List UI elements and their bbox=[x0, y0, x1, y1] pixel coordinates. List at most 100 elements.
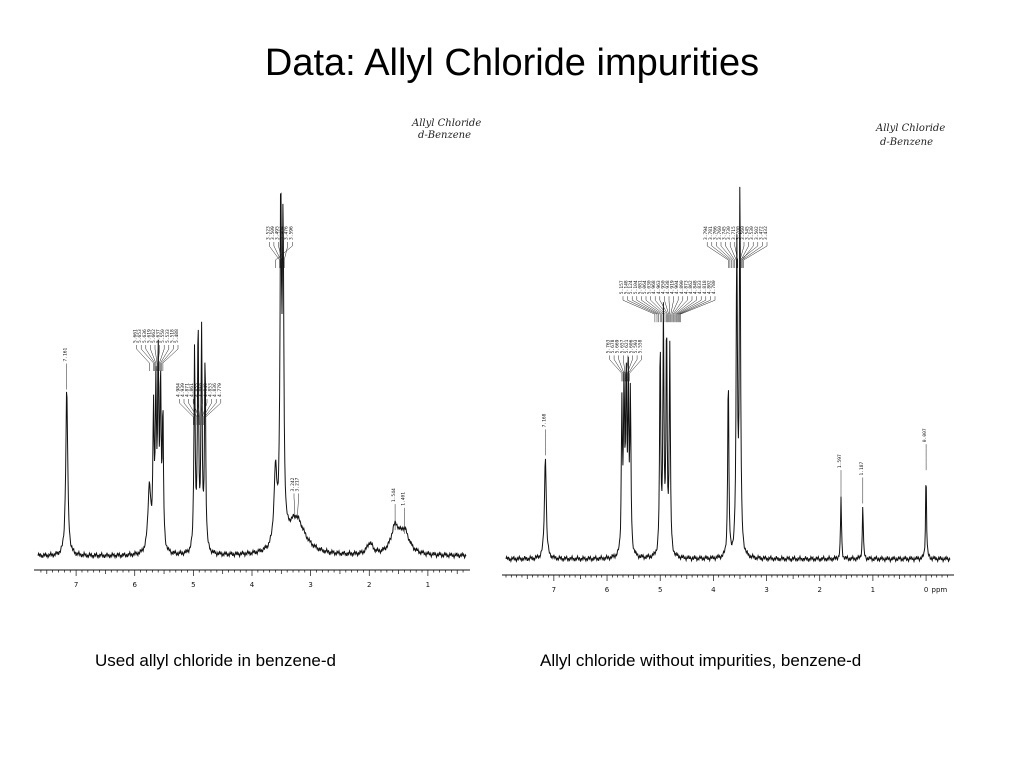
peak-label-used: 5.653 bbox=[137, 329, 143, 343]
peak-leader-pure bbox=[676, 296, 702, 323]
peak-leader-pure bbox=[668, 296, 671, 323]
peak-label-used: 3.495 bbox=[275, 226, 281, 240]
spectrum-note-pure-line2: d-Benzene bbox=[880, 137, 934, 148]
peak-leader-pure bbox=[680, 296, 716, 323]
peak-leader-pure bbox=[641, 296, 663, 323]
peak-label-used: 3.242 bbox=[290, 477, 296, 491]
peak-leader-pure bbox=[671, 296, 679, 323]
peak-label-pure: 3.700 bbox=[735, 226, 741, 240]
peak-label-pure: 5.157 bbox=[619, 280, 625, 294]
peak-leader-used bbox=[205, 398, 222, 425]
peak-label-pure: 4.890 bbox=[679, 280, 685, 294]
peak-label-pure: 3.432 bbox=[763, 226, 769, 240]
peak-leader-used bbox=[162, 345, 179, 371]
peak-leader-used bbox=[157, 345, 160, 371]
peak-leader-used bbox=[201, 398, 208, 425]
peak-label-used: 4.855 bbox=[194, 383, 200, 397]
peak-leader-used bbox=[297, 493, 299, 520]
peak-label-pure: 3.730 bbox=[726, 226, 732, 240]
peak-leader-used bbox=[275, 242, 293, 268]
peak-label-used: 7.161 bbox=[63, 347, 69, 361]
peak-label-used: 5.662 bbox=[151, 329, 157, 343]
peak-label-pure: 5.081 bbox=[637, 280, 643, 294]
spectrum-note-pure-line1: Allyl Chloride bbox=[876, 123, 946, 134]
peak-leader-pure bbox=[740, 242, 749, 268]
peak-label-used: 4.836 bbox=[212, 383, 218, 397]
peak-label-used: 5.661 bbox=[133, 329, 139, 343]
peak-label-pure: 5.621 bbox=[624, 339, 630, 353]
peak-label-pure: 3.472 bbox=[758, 226, 764, 240]
peak-leader-pure bbox=[679, 296, 711, 323]
peak-label-pure: 5.558 bbox=[638, 339, 644, 353]
caption-pure: Allyl chloride without impurities, benze… bbox=[540, 651, 862, 670]
x-tick-label-used: 2 bbox=[367, 581, 371, 589]
peak-label-used: 3.476 bbox=[284, 226, 290, 240]
peak-label-pure: 4.950 bbox=[660, 280, 666, 294]
peak-leader-used bbox=[179, 398, 194, 425]
caption-used: Used allyl chloride in benzene-d bbox=[95, 651, 336, 670]
peak-label-used: 5.636 bbox=[142, 329, 148, 343]
peak-leader-pure bbox=[741, 242, 763, 268]
peak-leader-pure bbox=[659, 296, 668, 323]
peak-leader-used bbox=[159, 345, 165, 371]
peak-leader-pure bbox=[675, 296, 697, 323]
peak-leader-used bbox=[140, 345, 154, 371]
peak-label-pure: 3.545 bbox=[745, 226, 751, 240]
peak-label-pure: 3.794 bbox=[703, 226, 709, 240]
x-tick-label-pure: 4 bbox=[711, 586, 716, 594]
peak-label-pure: 5.669 bbox=[615, 339, 621, 353]
peak-leader-pure bbox=[622, 296, 656, 323]
peak-label-pure: 1.187 bbox=[859, 461, 865, 475]
peak-label-pure: 4.848 bbox=[693, 280, 699, 294]
peak-leader-pure bbox=[645, 296, 664, 323]
peak-label-pure: 4.919 bbox=[670, 280, 676, 294]
spectrum-note-used-line2: d-Benzene bbox=[418, 130, 472, 141]
peak-leader-used bbox=[293, 493, 296, 520]
peak-label-used: 5.637 bbox=[156, 329, 162, 343]
peak-label-pure: 3.715 bbox=[731, 226, 737, 240]
spectrum-trace-pure bbox=[505, 186, 951, 564]
peak-label-pure: 4.780 bbox=[711, 280, 717, 294]
peak-leader-pure bbox=[706, 242, 729, 268]
peak-label-used: 1.401 bbox=[400, 492, 406, 506]
peak-leader-pure bbox=[654, 296, 667, 323]
peak-leader-pure bbox=[672, 296, 684, 323]
peak-label-used: 4.779 bbox=[217, 383, 223, 397]
peak-leader-used bbox=[197, 398, 201, 425]
x-tick-label-used: 1 bbox=[426, 581, 430, 589]
peak-leader-used bbox=[200, 398, 203, 425]
peak-label-used: 4.849 bbox=[203, 383, 209, 397]
peak-label-pure: 3.766 bbox=[712, 226, 718, 240]
x-tick-label-pure: 6 bbox=[605, 586, 610, 594]
peak-label-used: 3.596 bbox=[288, 226, 294, 240]
peak-leader-pure bbox=[636, 296, 661, 323]
x-tick-label-pure: 0 bbox=[924, 586, 928, 594]
peak-leader-used bbox=[203, 398, 212, 425]
peak-label-pure: 4.938 bbox=[665, 280, 671, 294]
peak-leader-pure bbox=[743, 242, 768, 268]
peak-label-pure: 5.657 bbox=[619, 339, 625, 353]
peak-label-used: 3.484 bbox=[279, 226, 285, 240]
peak-label-pure: 5.678 bbox=[610, 339, 616, 353]
peak-leader-used bbox=[160, 345, 170, 371]
peak-leader-pure bbox=[625, 355, 629, 382]
peak-leader-used bbox=[150, 345, 157, 371]
peak-label-pure: 5.104 bbox=[633, 280, 639, 294]
peak-leader-pure bbox=[627, 296, 658, 323]
peak-label-used: 4.861 bbox=[189, 383, 195, 397]
peak-label-used: 3.509 bbox=[270, 226, 276, 240]
x-unit-label-pure: ppm bbox=[932, 586, 948, 594]
peak-label-pure: 4.862 bbox=[688, 280, 694, 294]
x-tick-label-used: 3 bbox=[308, 581, 312, 589]
peak-label-used: 4.853 bbox=[208, 383, 214, 397]
peak-label-pure: 5.593 bbox=[633, 339, 639, 353]
peak-leader-used bbox=[145, 345, 155, 371]
peak-label-used: 5.533 bbox=[165, 329, 171, 343]
peak-label-pure: 3.760 bbox=[717, 226, 723, 240]
peak-label-pure: 0.007 bbox=[922, 428, 928, 442]
peak-leader-used bbox=[192, 398, 199, 425]
peak-label-pure: 5.606 bbox=[629, 339, 635, 353]
x-tick-label-pure: 1 bbox=[871, 586, 875, 594]
